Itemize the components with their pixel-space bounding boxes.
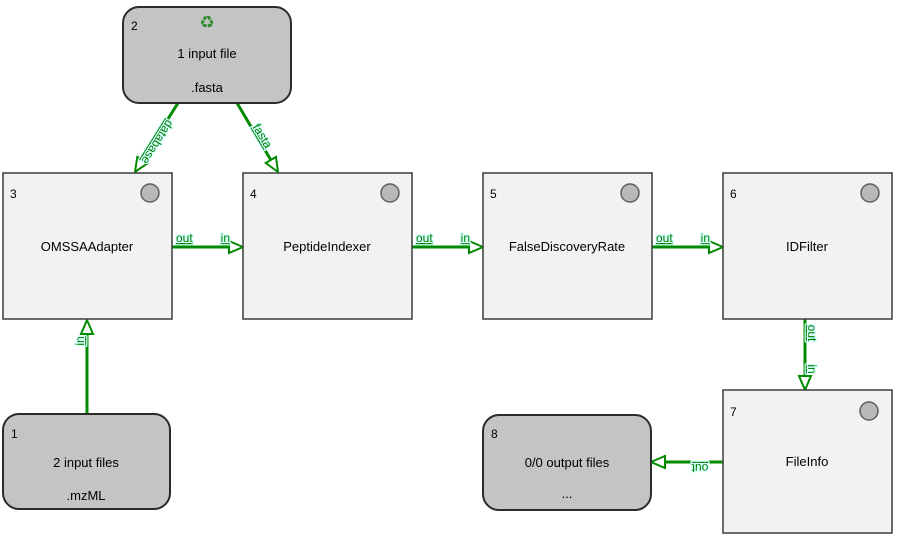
- node-number: 1: [11, 427, 18, 441]
- node-filetype: .fasta: [191, 80, 224, 95]
- node-number: 2: [131, 19, 138, 33]
- edge-label-in: in: [73, 336, 87, 345]
- node-number: 8: [491, 427, 498, 441]
- tool-node-omssaadapter[interactable]: 3 OMSSAAdapter: [2, 172, 173, 320]
- edge-peptideindexer-falsediscoveryrate[interactable]: out in: [412, 230, 486, 255]
- edge-label-fasta: fasta: [250, 121, 276, 151]
- tool-node-fileinfo[interactable]: 7 FileInfo: [722, 389, 893, 534]
- arrowhead-icon: [133, 155, 150, 175]
- input-node-2-box[interactable]: [122, 6, 292, 104]
- node-number: 3: [10, 187, 17, 201]
- node-number: 4: [250, 187, 257, 201]
- node-title: FileInfo: [786, 454, 829, 469]
- status-indicator: [140, 183, 160, 203]
- edge-label-in: in: [805, 364, 819, 373]
- node-title: IDFilter: [786, 239, 829, 254]
- edge-database[interactable]: database: [133, 102, 180, 175]
- status-indicator: [860, 183, 880, 203]
- node-ellipsis: ...: [562, 486, 573, 501]
- output-node-8-box[interactable]: [482, 414, 652, 511]
- tool-node-idfilter[interactable]: 6 IDFilter: [722, 172, 893, 320]
- edge-line[interactable]: [139, 102, 180, 163]
- edge-label-out: out: [691, 461, 708, 475]
- arrowhead-icon: [708, 239, 726, 255]
- edge-label-in: in: [221, 231, 230, 245]
- edge-label-database: database: [138, 117, 176, 167]
- output-node-8[interactable]: 8 0/0 output files ...: [482, 414, 652, 511]
- arrowhead-icon: [228, 239, 246, 255]
- status-indicator: [859, 401, 879, 421]
- status-indicator: [380, 183, 400, 203]
- edge-falsediscoveryrate-idfilter[interactable]: out in: [652, 230, 726, 255]
- node-title: 0/0 output files: [525, 455, 610, 470]
- node-title: FalseDiscoveryRate: [509, 239, 625, 254]
- edge-label-out: out: [176, 231, 193, 245]
- edge-fasta[interactable]: fasta: [235, 102, 280, 175]
- edge-line[interactable]: [235, 102, 274, 163]
- edge-label-out: out: [416, 231, 433, 245]
- input-node-2[interactable]: 2 ♻ 1 input file .fasta: [122, 6, 292, 104]
- arrowhead-icon: [468, 239, 486, 255]
- edge-input1-omssaadapter[interactable]: in: [72, 317, 95, 414]
- node-number: 7: [730, 405, 737, 419]
- edge-label-out: out: [805, 325, 819, 342]
- edge-label-in: in: [461, 231, 470, 245]
- node-number: 6: [730, 187, 737, 201]
- tool-node-falsediscoveryrate[interactable]: 5 FalseDiscoveryRate: [482, 172, 653, 320]
- node-title: PeptideIndexer: [283, 239, 371, 254]
- tool-node-peptideindexer[interactable]: 4 PeptideIndexer: [242, 172, 413, 320]
- edge-label-out: out: [656, 231, 673, 245]
- arrowhead-icon: [79, 317, 95, 335]
- edge-idfilter-fileinfo[interactable]: out in: [797, 319, 820, 393]
- recycle-icon: ♻: [199, 13, 214, 33]
- node-title: 1 input file: [177, 46, 236, 61]
- node-number: 5: [490, 187, 497, 201]
- arrowhead-icon: [263, 155, 280, 175]
- node-filetype: .mzML: [67, 488, 106, 503]
- edge-fileinfo-output[interactable]: out: [648, 454, 723, 476]
- node-title: 2 input files: [53, 455, 119, 470]
- input-node-1[interactable]: 1 2 input files .mzML: [2, 413, 171, 510]
- arrowhead-icon: [797, 375, 813, 393]
- input-node-1-box[interactable]: [2, 413, 171, 510]
- edge-omssaadapter-peptideindexer[interactable]: out in: [172, 230, 246, 255]
- edge-label-in: in: [701, 231, 710, 245]
- status-indicator: [620, 183, 640, 203]
- node-title: OMSSAAdapter: [41, 239, 134, 254]
- arrowhead-icon: [648, 454, 666, 470]
